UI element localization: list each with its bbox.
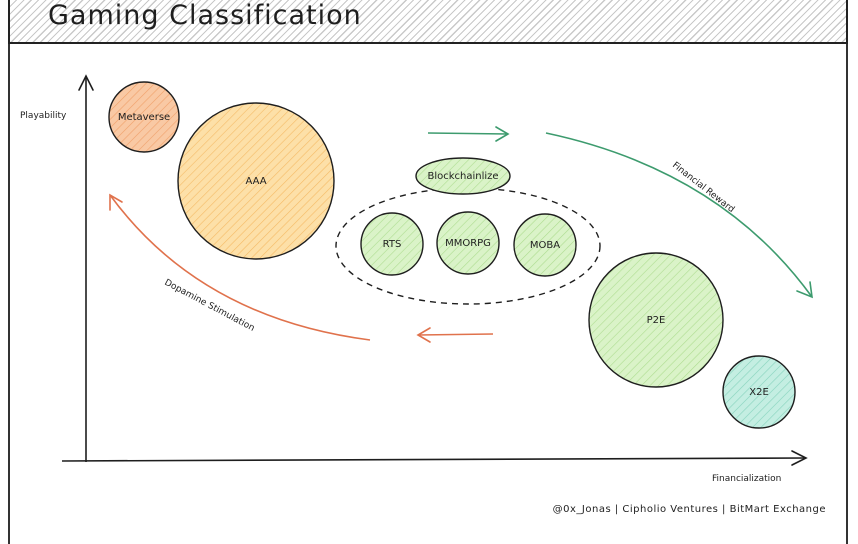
x-axis [61, 450, 808, 466]
bubble-aaa-label: AAA [245, 176, 266, 187]
bubble-mmorpg: MMORPG [436, 211, 500, 275]
green-right-arrow [427, 126, 510, 142]
bubble-metaverse-label: Metaverse [118, 112, 170, 123]
bubble-blockchainize: Blockchainlize [415, 157, 511, 195]
credit-footer: @0x_Jonas | Cipholio Ventures | BitMart … [552, 504, 826, 515]
bubble-moba: MOBA [513, 213, 577, 277]
bubble-rts: RTS [360, 212, 424, 276]
y-axis [78, 74, 94, 462]
bubble-p2e: P2E [588, 252, 724, 388]
dopamine-stimulation-arrow [109, 193, 371, 341]
bubble-metaverse: Metaverse [108, 81, 180, 153]
bubble-blockchainize-label: Blockchainlize [427, 171, 498, 182]
y-axis-label: Playability [20, 111, 67, 121]
bubble-mmorpg-label: MMORPG [445, 238, 491, 249]
bubble-p2e-label: P2E [647, 315, 666, 326]
bubble-aaa: AAA [177, 102, 335, 260]
bubble-x2e-label: X2E [749, 387, 769, 398]
financial-reward-arrow [545, 132, 813, 299]
financial-reward-label: Financial Reward [670, 160, 736, 215]
red-left-arrow [416, 327, 494, 343]
x-axis-label: Financialization [712, 474, 781, 484]
page-title: Gaming Classification [48, 0, 362, 31]
diagram-canvas: Gaming Classification [8, 0, 848, 544]
diagram-frame [8, 44, 848, 544]
bubble-moba-label: MOBA [530, 240, 560, 251]
diagram-svg: Playability Financialization Metaverse A… [20, 74, 813, 484]
bubble-x2e: X2E [722, 355, 796, 429]
bubble-rts-label: RTS [383, 239, 402, 250]
title-banner: Gaming Classification [8, 0, 848, 44]
